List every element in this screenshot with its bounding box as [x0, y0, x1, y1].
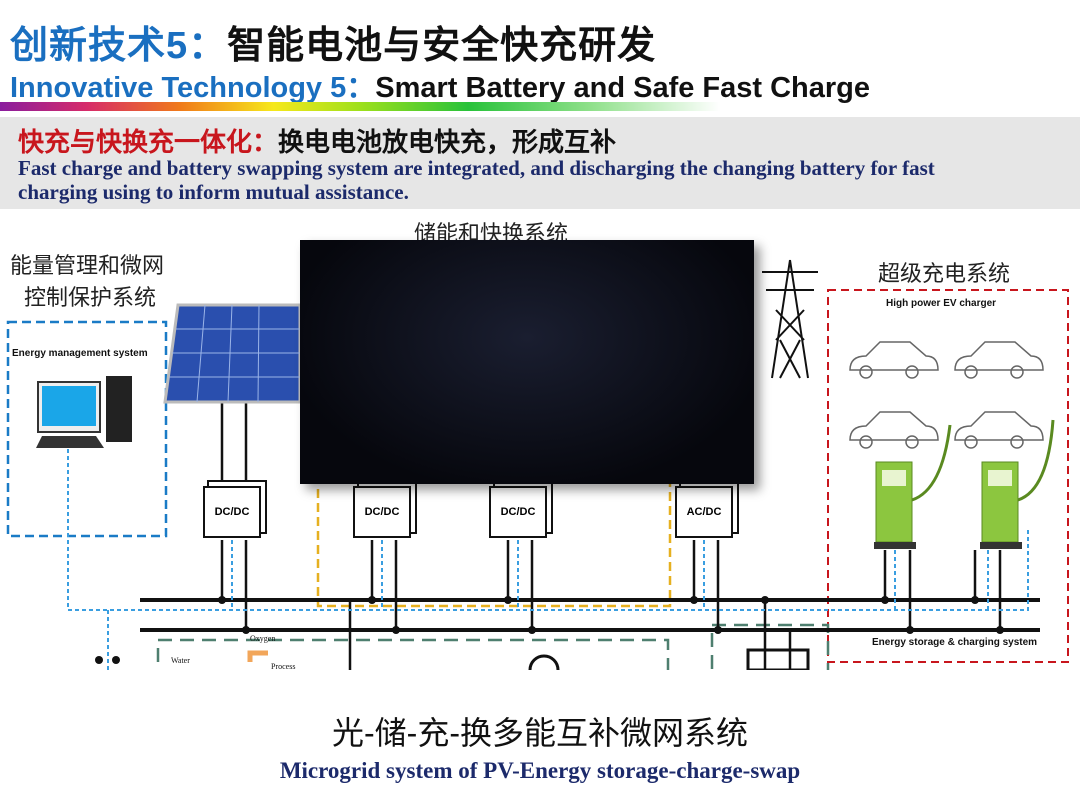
process-label: Process	[271, 662, 296, 671]
banner-cn-highlight: 快充与快换充一体化：	[18, 127, 279, 157]
charger-label: 超级充电系统	[878, 261, 1011, 286]
hydrogen-dashed-box	[156, 638, 670, 670]
footer-title-en: Microgrid system of PV-Energy storage-ch…	[279, 758, 801, 783]
ev-charger-icons	[874, 419, 1055, 549]
converter-dcdc-storage-2: DC/DC	[489, 486, 547, 538]
ems-label-line2: 控制保护系统	[24, 285, 157, 310]
title-en-main: Smart Battery and Safe Fast Charge	[375, 72, 871, 104]
title-cn-prefix: 创新技术5：	[10, 25, 228, 67]
computer-icon	[36, 376, 132, 448]
ems-box-label: Energy management system	[12, 348, 148, 359]
footer-title-cn: 光-储-充-换多能互补微网系统	[332, 715, 748, 751]
title-en-prefix: Innovative Technology 5：	[10, 72, 376, 104]
transmission-tower-icon	[762, 259, 818, 379]
ev-car-icons	[849, 341, 1044, 449]
ems-label-line1: 能量管理和微网	[10, 253, 165, 278]
banner-cn-rest: 换电电池放电快充，形成互补	[278, 127, 617, 157]
rainbow-divider	[0, 102, 720, 111]
converter-dcdc-storage-1: DC/DC	[353, 486, 411, 538]
charger-box-label: High power EV charger	[886, 298, 997, 309]
storage-charging-label: Energy storage & charging system	[872, 637, 1038, 648]
banner-cn: 快充与快换充一体化：换电电池放电快充，形成互补	[18, 122, 616, 159]
charger-dashed-box	[827, 289, 1069, 663]
ems-dashed-box	[6, 320, 168, 538]
oxygen-label: Oxygen	[250, 634, 276, 643]
process-arrow-icon	[247, 650, 268, 662]
slide-title-en: Innovative Technology 5：Smart Battery an…	[10, 64, 870, 106]
banner-en: Fast charge and battery swapping system …	[18, 156, 935, 204]
slide-title-cn: 创新技术5：智能电池与安全快充研发	[10, 14, 656, 69]
subtitle-banner	[0, 117, 1080, 209]
converter-acdc-grid: AC/DC	[675, 486, 733, 538]
solar-panel-icon	[163, 303, 302, 404]
embedded-video-frame[interactable]	[300, 240, 754, 484]
water-label: Water	[171, 656, 190, 665]
title-cn-main: 智能电池与安全快充研发	[227, 25, 657, 67]
converter-dcdc-pv: DC/DC	[203, 486, 261, 538]
